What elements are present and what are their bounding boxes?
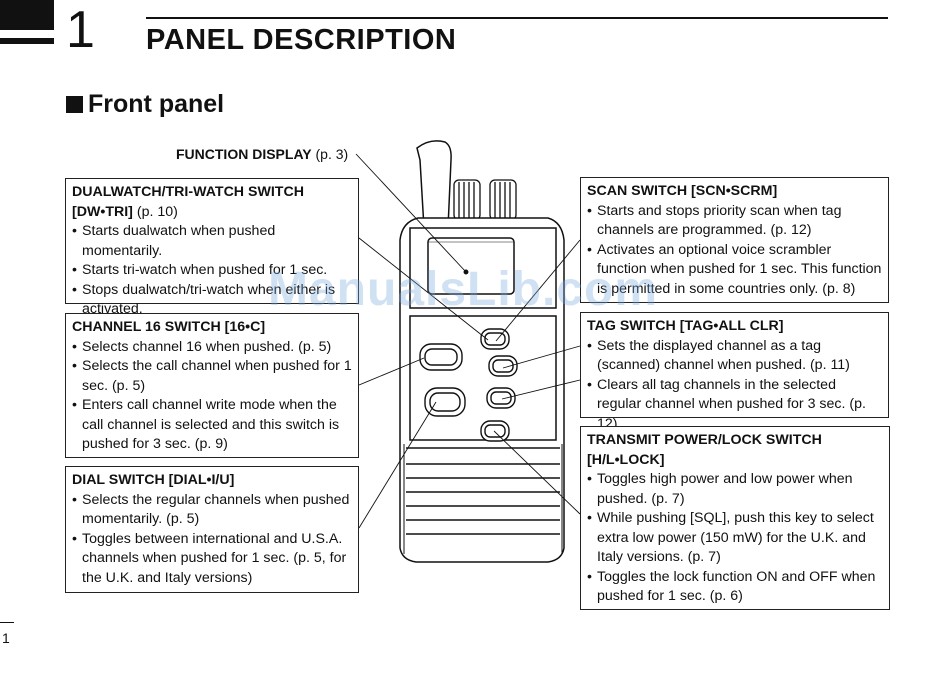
leader-lines xyxy=(355,153,581,529)
tag-title: TAG SWITCH [TAG•ALL CLR] xyxy=(587,318,784,334)
transmit-power-lock-box: TRANSMIT POWER/LOCK SWITCH[H/L•LOCK] Tog… xyxy=(580,426,890,610)
section-heading: Front panel xyxy=(66,90,224,119)
radio-buttons xyxy=(419,328,518,442)
list-item: Selects channel 16 when pushed. (p. 5) xyxy=(72,338,352,358)
list-item: Toggles the lock function ON and OFF whe… xyxy=(587,568,883,607)
list-item: Sets the displayed channel as a tag (sca… xyxy=(587,337,882,376)
list-item: Starts dualwatch when pushed momentarily… xyxy=(72,222,352,261)
list-item: Enters call channel write mode when the … xyxy=(72,396,352,455)
tag-switch-box: TAG SWITCH [TAG•ALL CLR] Sets the displa… xyxy=(580,312,889,432)
list-item: Starts and stops priority scan when tag … xyxy=(587,202,882,241)
radio-body xyxy=(399,217,565,563)
list-item: Clears all tag channels in the selected … xyxy=(587,376,882,435)
list-item: While pushing [SQL], push this key to se… xyxy=(587,509,883,568)
scan-list: Starts and stops priority scan when tag … xyxy=(587,202,882,300)
list-item: Selects the regular channels when pushed… xyxy=(72,491,352,530)
scan-title: SCAN SWITCH [SCN•SCRM] xyxy=(587,183,778,199)
dial-switch-box: DIAL SWITCH [DIAL•I/U] Selects the regul… xyxy=(65,466,359,593)
section-square-icon xyxy=(66,96,83,113)
chapter-title: PANEL DESCRIPTION xyxy=(146,24,457,56)
dualwatch-title: DUALWATCH/TRI-WATCH SWITCH[DW•TRI] (p. 1… xyxy=(72,184,304,220)
function-display-label: FUNCTION DISPLAY (p. 3) xyxy=(176,146,349,162)
list-item: Activates an optional voice scrambler fu… xyxy=(587,241,882,300)
transmit-list: Toggles high power and low power when pu… xyxy=(587,470,883,607)
list-item: Starts tri-watch when pushed for 1 sec. xyxy=(72,261,352,281)
page-number-rule xyxy=(0,622,14,623)
channel16-title: CHANNEL 16 SWITCH [16•C] xyxy=(72,319,266,335)
channel16-list: Selects channel 16 when pushed. (p. 5) S… xyxy=(72,338,352,455)
transmit-title: TRANSMIT POWER/LOCK SWITCH[H/L•LOCK] xyxy=(587,432,822,468)
dualwatch-switch-box: DUALWATCH/TRI-WATCH SWITCH[DW•TRI] (p. 1… xyxy=(65,178,359,317)
channel16-switch-box: CHANNEL 16 SWITCH [16•C] Selects channel… xyxy=(65,313,359,458)
knobs xyxy=(453,179,517,221)
antenna xyxy=(416,140,452,229)
dial-title: DIAL SWITCH [DIAL•I/U] xyxy=(72,472,235,488)
chapter-number: 1 xyxy=(66,1,95,59)
scan-switch-box: SCAN SWITCH [SCN•SCRM] Starts and stops … xyxy=(580,177,889,303)
section-title: Front panel xyxy=(88,90,225,118)
page-number: 1 xyxy=(2,630,10,646)
list-item: Selects the call channel when pushed for… xyxy=(72,357,352,396)
chapter-tab-marker xyxy=(0,0,54,44)
list-item: Toggles between international and U.S.A.… xyxy=(72,530,352,589)
dualwatch-list: Starts dualwatch when pushed momentarily… xyxy=(72,222,352,320)
dial-list: Selects the regular channels when pushed… xyxy=(72,491,352,589)
tag-list: Sets the displayed channel as a tag (sca… xyxy=(587,337,882,435)
header-rule xyxy=(146,17,888,19)
list-item: Toggles high power and low power when pu… xyxy=(587,470,883,509)
